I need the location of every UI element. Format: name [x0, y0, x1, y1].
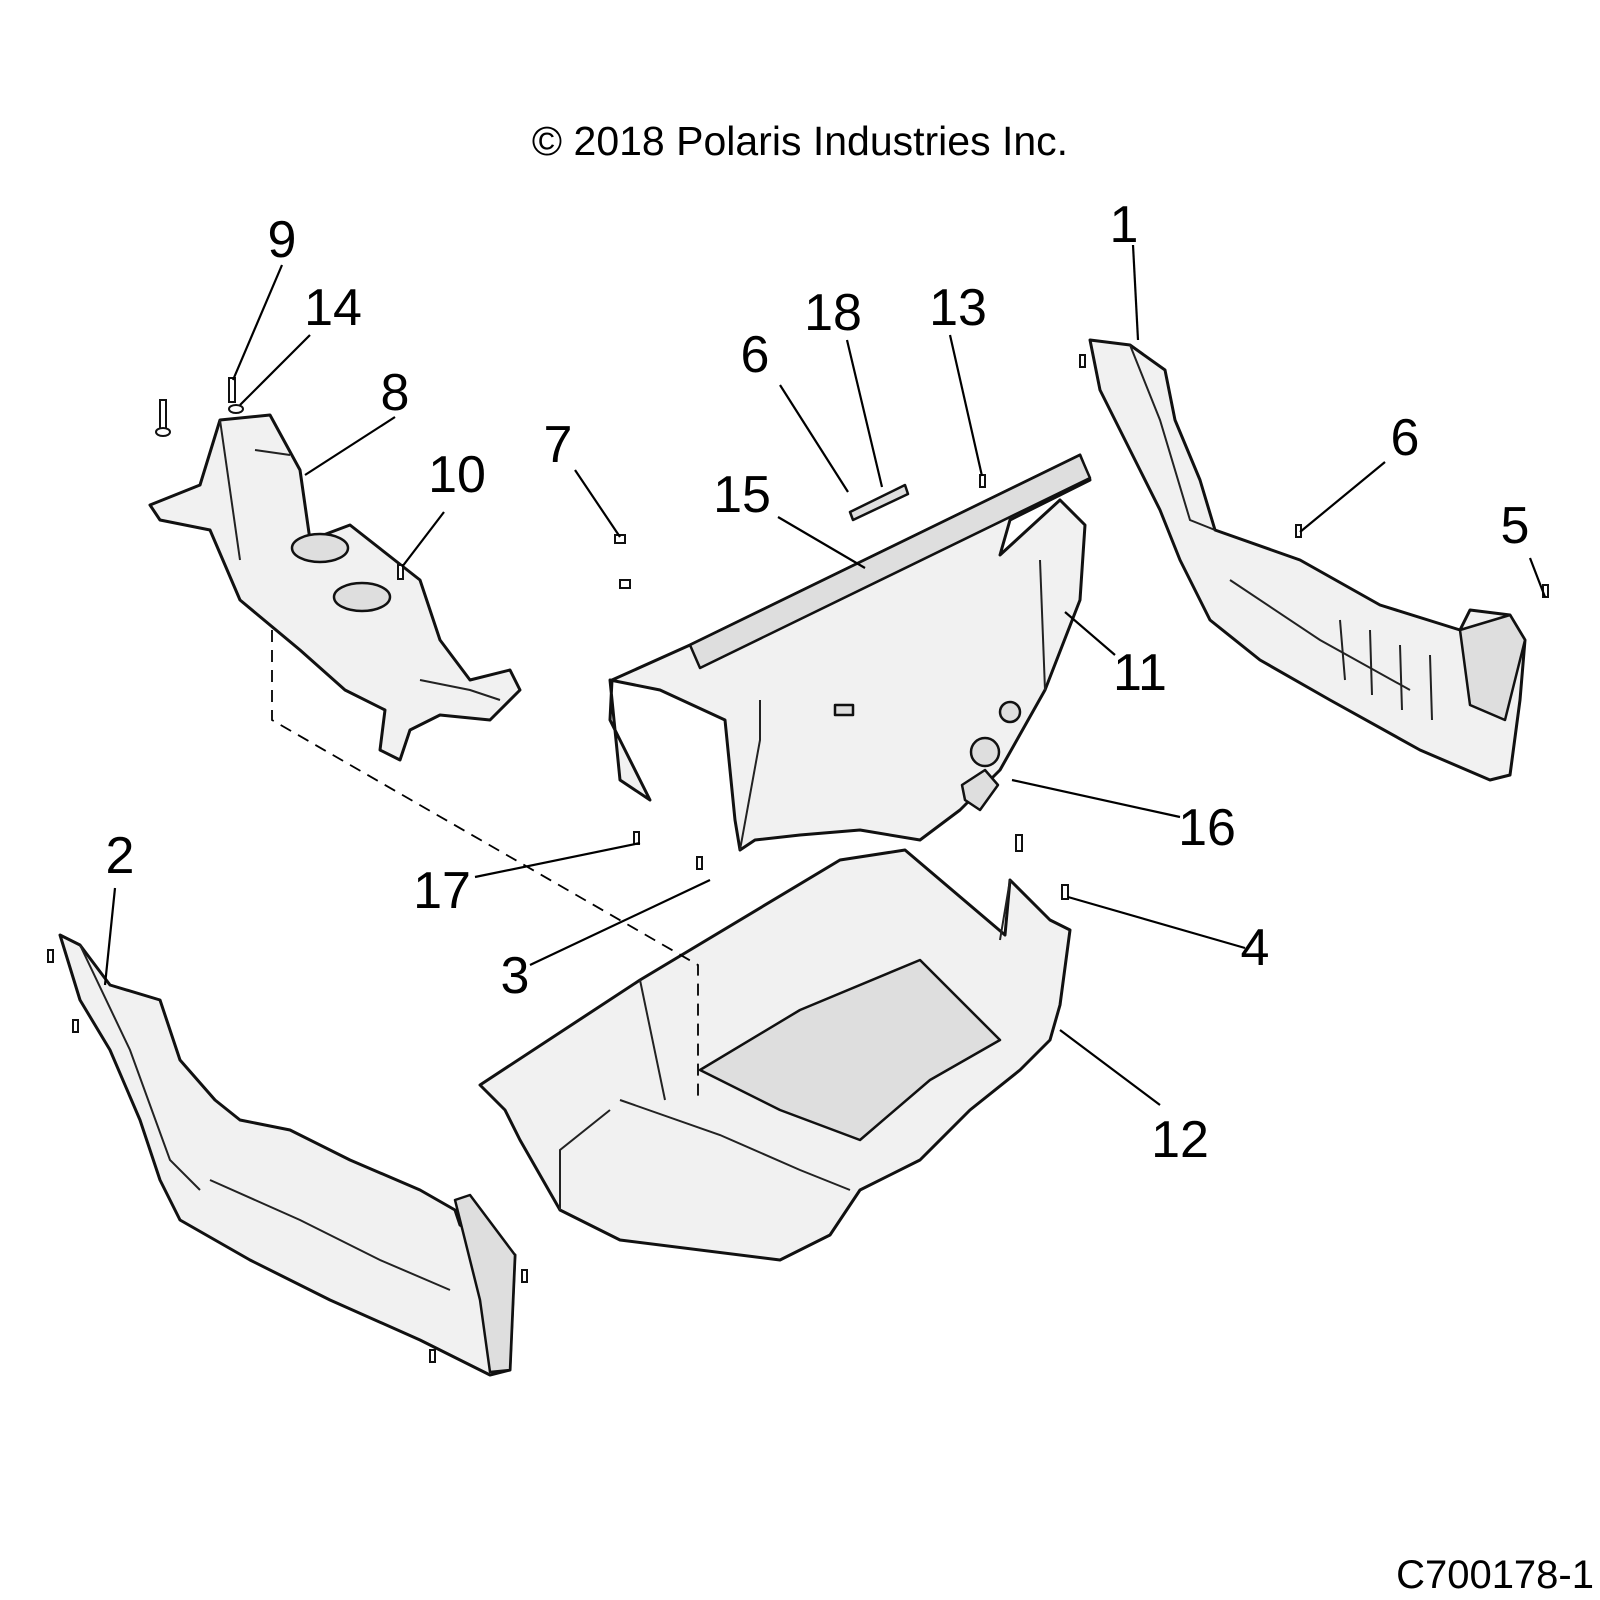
callout-7: 7	[544, 416, 573, 474]
callout-1: 1	[1110, 196, 1139, 254]
callout-18: 18	[804, 284, 862, 342]
callout-3: 3	[501, 947, 530, 1005]
part-floor-tub	[478, 848, 1072, 1262]
part-firewall-panel	[608, 453, 1092, 852]
callout-14: 14	[304, 279, 362, 337]
part-bracket	[848, 483, 910, 522]
fasteners	[47, 354, 1549, 1363]
drawing-id: C700178-1	[1396, 1553, 1594, 1597]
callout-2: 2	[106, 827, 135, 885]
callout-6-right: 6	[1391, 409, 1420, 467]
callout-12: 12	[1151, 1111, 1209, 1169]
callout-16: 16	[1178, 799, 1236, 857]
copyright-notice: © 2018 Polaris Industries Inc.	[531, 118, 1069, 164]
callout-9: 9	[268, 211, 297, 269]
part-grommet	[960, 768, 1000, 812]
part-center-console	[148, 413, 522, 762]
callout-10: 10	[428, 446, 486, 504]
leader-lines	[103, 244, 1547, 1106]
callout-11: 11	[1113, 644, 1167, 702]
callout-6-left: 6	[741, 326, 770, 384]
part-right-rocker-panel	[1088, 338, 1527, 782]
callout-8: 8	[381, 364, 410, 422]
callout-5: 5	[1501, 497, 1530, 555]
callout-15: 15	[713, 466, 771, 524]
callout-13: 13	[929, 279, 987, 337]
callout-17: 17	[413, 862, 471, 920]
callout-4: 4	[1241, 919, 1270, 977]
part-left-rocker-panel	[58, 933, 517, 1377]
assembly-line	[271, 630, 699, 1100]
